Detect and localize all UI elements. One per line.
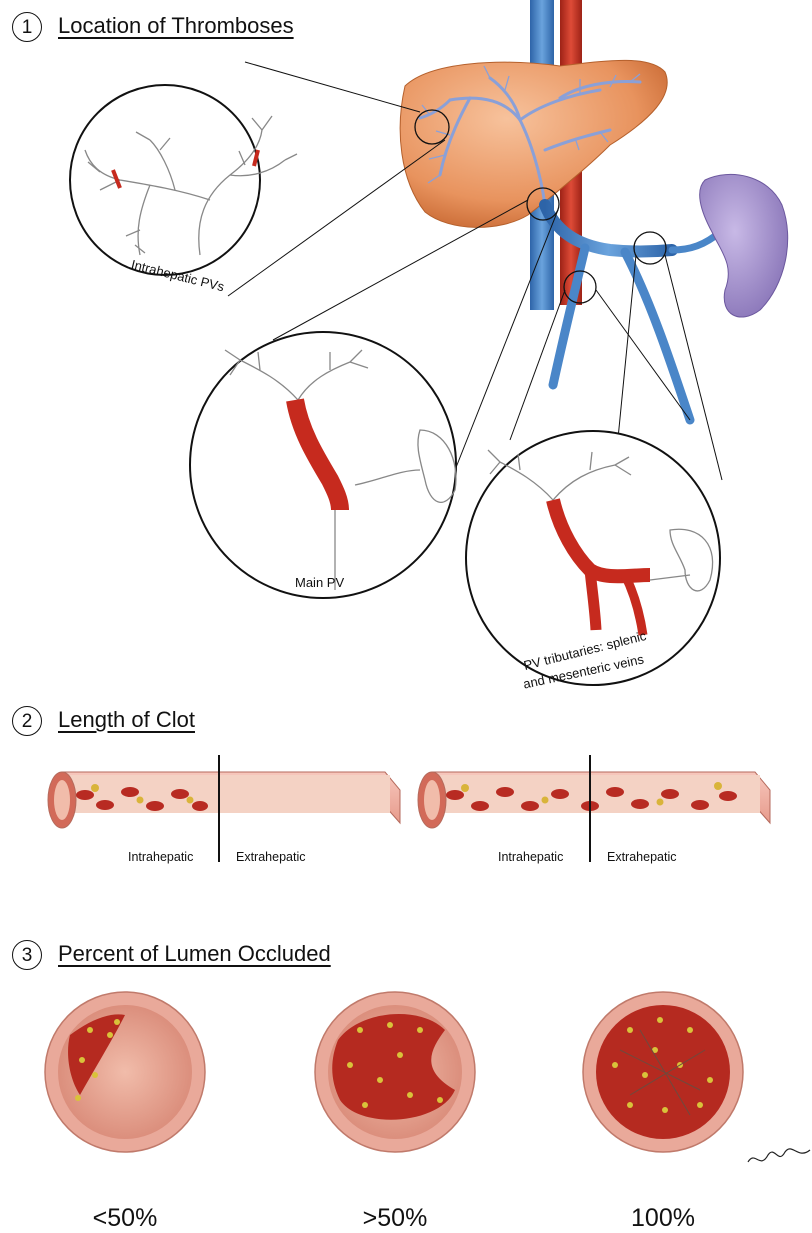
clot-length-left-vessel: [48, 772, 400, 828]
tributary-thrombus-mesenteric: [590, 570, 596, 630]
right-panel-extrahepatic-label: Extrahepatic: [607, 850, 676, 864]
occlusion-label-lt50: <50%: [45, 1204, 205, 1233]
left-panel-intrahepatic-label: Intrahepatic: [128, 850, 193, 864]
artist-signature: [748, 1149, 810, 1162]
cross-section-lt50: [45, 992, 205, 1152]
inset-main-pv-label: Main PV: [295, 575, 344, 590]
mesenteric-vein-right: [625, 252, 690, 420]
right-panel-intrahepatic-label: Intrahepatic: [498, 850, 563, 864]
cross-section-gt50: [315, 992, 475, 1152]
occlusion-label-gt50: >50%: [315, 1204, 475, 1233]
spleen: [700, 174, 788, 317]
clot-length-right-vessel: [418, 772, 770, 828]
occlusion-label-100: 100%: [583, 1204, 743, 1233]
cross-section-100: [583, 992, 743, 1152]
left-panel-extrahepatic-label: Extrahepatic: [236, 850, 305, 864]
inset-intrahepatic-circle: [70, 85, 260, 275]
